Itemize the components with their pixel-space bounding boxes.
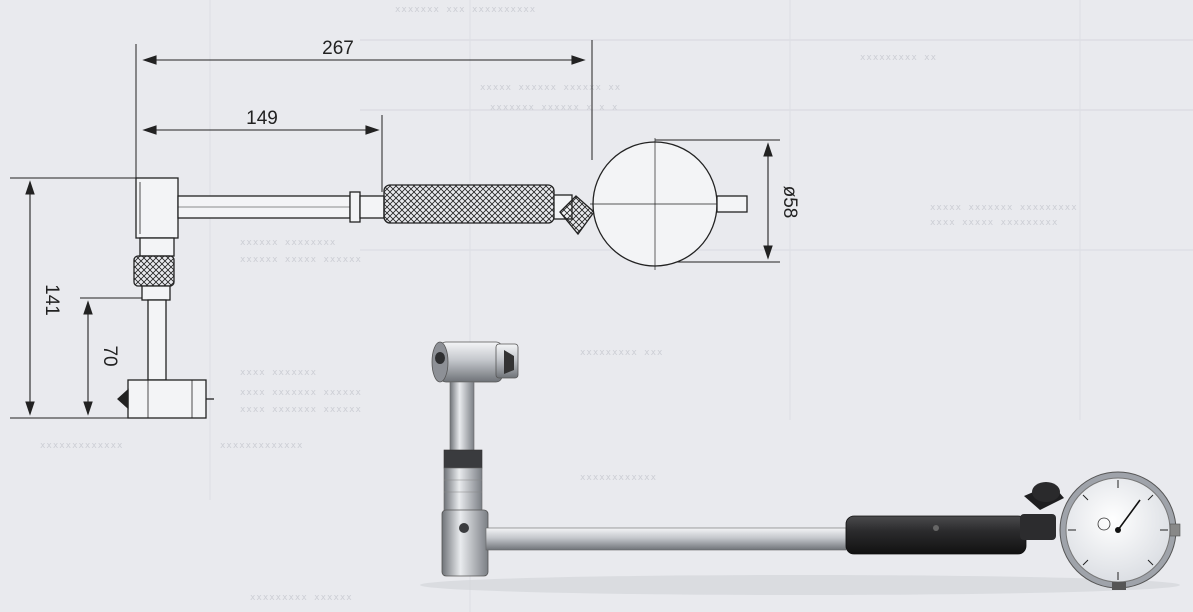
svg-text:xxxxxxxxx xxx: xxxxxxxxx xxx [580,348,663,358]
dimension-label-149: 149 [246,108,278,129]
svg-text:xxxxxxxxxxxxx: xxxxxxxxxxxxx [220,441,303,451]
dimension-lines [25,55,773,416]
dimension-label-267: 267 [322,38,354,59]
svg-text:xxxx xxxxxxx xxxxxx: xxxx xxxxxxx xxxxxx [240,388,362,398]
svg-text:xxxxx xxxxxxx xxxxxxxxx: xxxxx xxxxxxx xxxxxxxxx [930,203,1078,213]
svg-text:xxxxxxx xxxxxx x x x: xxxxxxx xxxxxx x x x [490,103,618,113]
svg-text:xxxxxxxxxxxxx: xxxxxxxxxxxxx [40,441,123,451]
dimension-label-141: 141 [41,284,62,316]
svg-text:xxxxxxxxxxxx: xxxxxxxxxxxx [580,473,657,483]
bore-gauge-photo [420,341,1181,595]
background-print: xxxxxxx xxx xxxxxxxxxx xxxxx xxxxxx xxxx… [40,0,1193,612]
svg-text:xxxxx xxxxxx xxxxxx xx: xxxxx xxxxxx xxxxxx xx [480,83,621,93]
svg-text:xxxx xxxxxxx: xxxx xxxxxxx [240,368,317,378]
svg-text:xxxx xxxxxxx xxxxxx: xxxx xxxxxxx xxxxxx [240,405,362,415]
svg-text:xxxxxx xxxxxxxx: xxxxxx xxxxxxxx [240,238,336,248]
svg-text:xxxxxx xxxxx xxxxxx: xxxxxx xxxxx xxxxxx [240,255,362,265]
technical-drawing [10,40,780,419]
svg-text:xxxx xxxxx xxxxxxxxx: xxxx xxxxx xxxxxxxxx [930,218,1058,228]
svg-text:xxxxxxxxx xx: xxxxxxxxx xx [860,53,937,63]
svg-text:xxxxxxxxx xxxxxx: xxxxxxxxx xxxxxx [250,593,353,603]
svg-text:xxxxxxx xxx xxxxxxxxxx: xxxxxxx xxx xxxxxxxxxx [395,5,536,15]
dimension-label-dial-diameter: ø58 [779,186,800,219]
dimension-label-70: 70 [99,345,120,366]
